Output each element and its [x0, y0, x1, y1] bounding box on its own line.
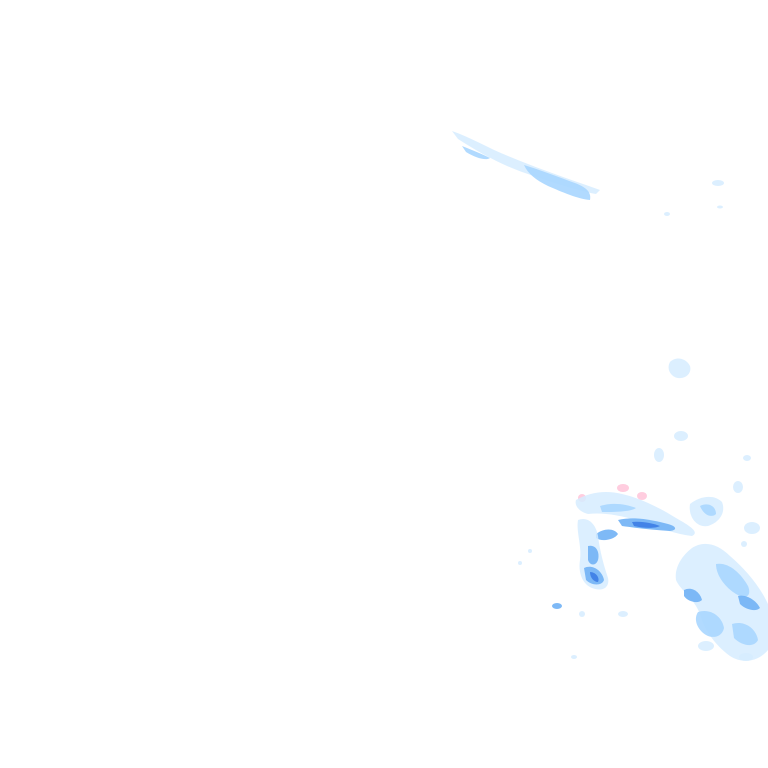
precip-echo: [617, 484, 629, 492]
precip-echo: [579, 611, 585, 617]
precip-echo: [717, 205, 723, 209]
precip-echo: [738, 595, 760, 611]
precip-echo: [596, 529, 618, 541]
precip-echo: [674, 431, 688, 441]
precip-echo: [668, 358, 691, 379]
precip-echo: [695, 610, 724, 637]
precip-echo: [600, 503, 636, 512]
precip-echo: [571, 655, 577, 659]
precip-echo: [716, 563, 750, 597]
precip-scattered-northeast: [664, 180, 724, 216]
precip-echo: [462, 146, 490, 160]
precip-echo: [712, 180, 724, 186]
precip-echo: [698, 641, 714, 651]
precip-echo: [518, 561, 522, 565]
precip-cluster-east-small: [654, 358, 751, 493]
precip-echo: [552, 603, 562, 609]
precip-echo: [684, 588, 702, 603]
precip-echo: [733, 481, 743, 493]
precip-echo: [590, 572, 599, 582]
precip-echo: [452, 131, 600, 194]
precip-band-northwest: [452, 131, 600, 200]
precip-echo: [744, 522, 760, 534]
precip-echo: [700, 504, 716, 516]
precip-echo: [743, 455, 751, 461]
precip-echo: [741, 541, 747, 547]
precip-echo: [654, 448, 664, 462]
precip-echo: [739, 653, 753, 661]
precip-echo: [637, 492, 647, 500]
precip-echo: [632, 521, 660, 528]
precip-system-southeast: [518, 484, 768, 661]
precip-echo: [528, 549, 532, 553]
precip-echo: [618, 611, 628, 617]
precip-echo: [732, 622, 758, 646]
precip-echo: [664, 212, 670, 216]
precip-echo: [524, 165, 591, 200]
precip-echo: [588, 545, 599, 565]
